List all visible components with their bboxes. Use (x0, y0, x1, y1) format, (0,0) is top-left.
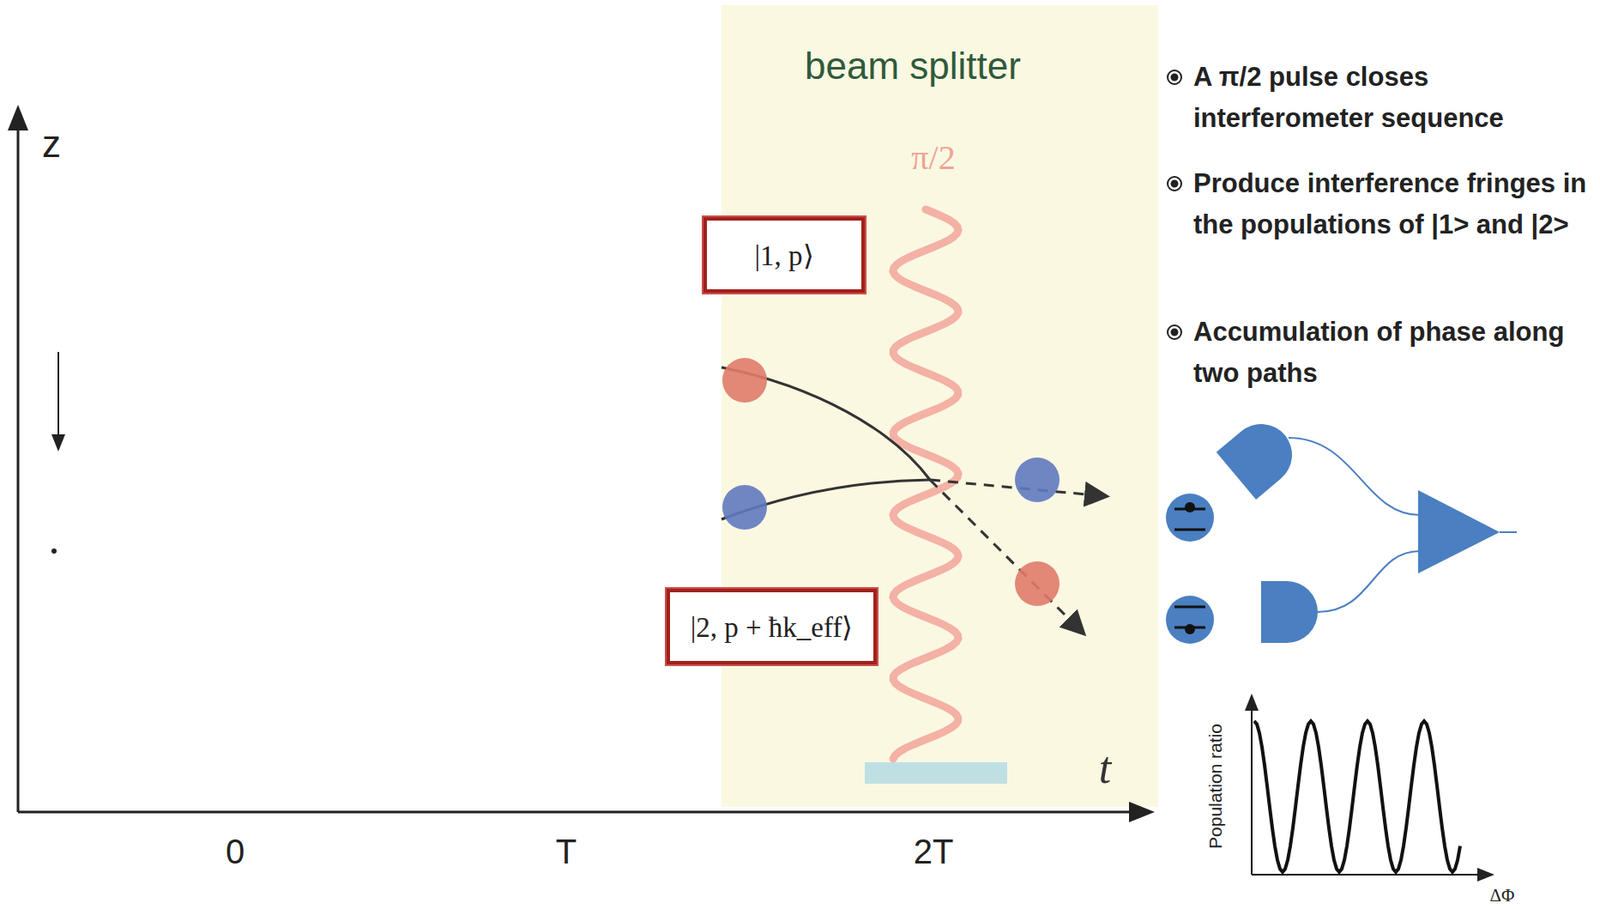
atom-blue (722, 484, 767, 530)
axis-label: t (1098, 742, 1111, 793)
region-title: beam splitter (804, 44, 1021, 88)
atom-blue (1014, 457, 1060, 502)
atom-red (1014, 561, 1060, 606)
gravity-arrow (57, 351, 60, 448)
beam-splitter-band (721, 5, 1159, 807)
z-axis (17, 109, 20, 812)
detector (1261, 580, 1318, 643)
atom-dot (51, 548, 57, 554)
axis-label: z (42, 122, 61, 166)
wire (1317, 550, 1420, 612)
atom-icon (1165, 595, 1214, 644)
atom-red (722, 357, 767, 403)
state-box: |1, p⟩ (703, 217, 865, 293)
bullet-text: Accumulation of phase along two paths (1193, 311, 1590, 394)
bullet-text: A π/2 pulse closes interferometer sequen… (1193, 56, 1590, 139)
state-box: |2, p + ħk_eff⟩ (666, 588, 877, 665)
pulse-bar (864, 761, 1008, 784)
wire (1499, 531, 1517, 533)
detector (1216, 410, 1305, 500)
tick-label: T (555, 832, 577, 871)
tick-label: 2T (913, 832, 954, 871)
state-label: |2, p + ħk_eff⟩ (690, 609, 854, 644)
fringe-curve (1254, 720, 1461, 872)
tick-label: 0 (225, 832, 245, 871)
graph-axis (1251, 873, 1492, 876)
bullet-text: Produce interference fringes in the popu… (1193, 163, 1590, 246)
wire (1288, 437, 1420, 515)
state-label: |1, p⟩ (754, 238, 814, 272)
pulse-label: π/2 (911, 137, 955, 178)
amplifier (1418, 489, 1500, 574)
bullet-symbol (1167, 70, 1182, 339)
atom-icon (1165, 493, 1214, 542)
graph-axis-label: Population ratio (1205, 723, 1226, 849)
output-path (929, 479, 1083, 633)
graph-axis-label: ΔΦ (1490, 884, 1516, 906)
graph-axis (1250, 696, 1253, 875)
time-axis (18, 810, 1150, 814)
laser-wave (893, 209, 959, 759)
